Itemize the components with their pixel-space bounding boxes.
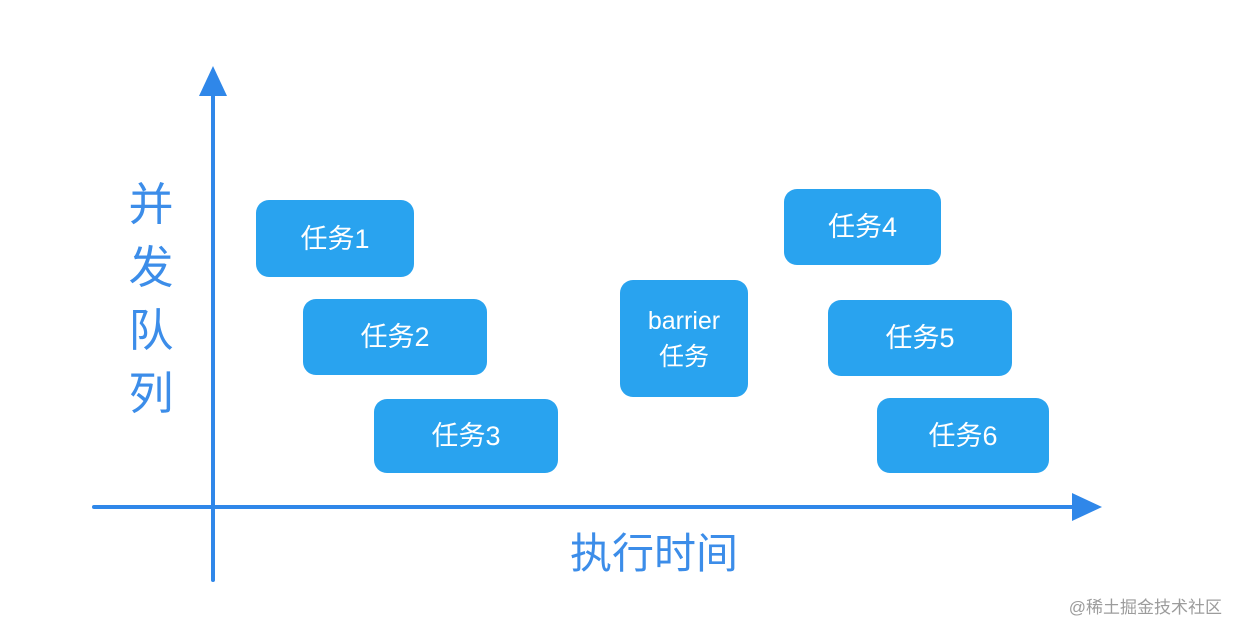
task-2-node: 任务2 <box>303 299 487 375</box>
y-axis-line <box>211 88 215 582</box>
task-4-label: 任务4 <box>827 212 898 242</box>
y-axis-label: 并 发 队 列 <box>118 182 184 417</box>
task-3-node: 任务3 <box>374 399 558 473</box>
y-axis-label-char: 发 <box>128 242 174 293</box>
arrow-right-icon <box>1072 493 1102 521</box>
task-6-label: 任务6 <box>928 420 998 451</box>
y-axis-label-char: 队 <box>128 305 174 356</box>
task-4-node: 任务4 <box>784 189 941 265</box>
task-6-node: 任务6 <box>877 398 1049 473</box>
task-1-label: 任务1 <box>300 223 370 254</box>
y-axis-label-char: 列 <box>128 368 174 419</box>
arrow-up-icon <box>199 66 227 96</box>
watermark-text: @稀土掘金技术社区 <box>1068 598 1222 617</box>
barrier-task-node: barrier 任务 <box>620 280 748 397</box>
x-axis-line <box>92 505 1084 509</box>
x-axis-label: 执行时间 <box>569 530 738 577</box>
task-5-node: 任务5 <box>828 300 1012 376</box>
task-1-node: 任务1 <box>256 200 414 277</box>
task-2-label: 任务2 <box>360 322 430 352</box>
barrier-task-label: barrier 任务 <box>647 306 721 371</box>
task-5-label: 任务5 <box>885 323 955 353</box>
y-axis-label-char: 并 <box>128 179 174 230</box>
task-3-label: 任务3 <box>431 421 501 451</box>
